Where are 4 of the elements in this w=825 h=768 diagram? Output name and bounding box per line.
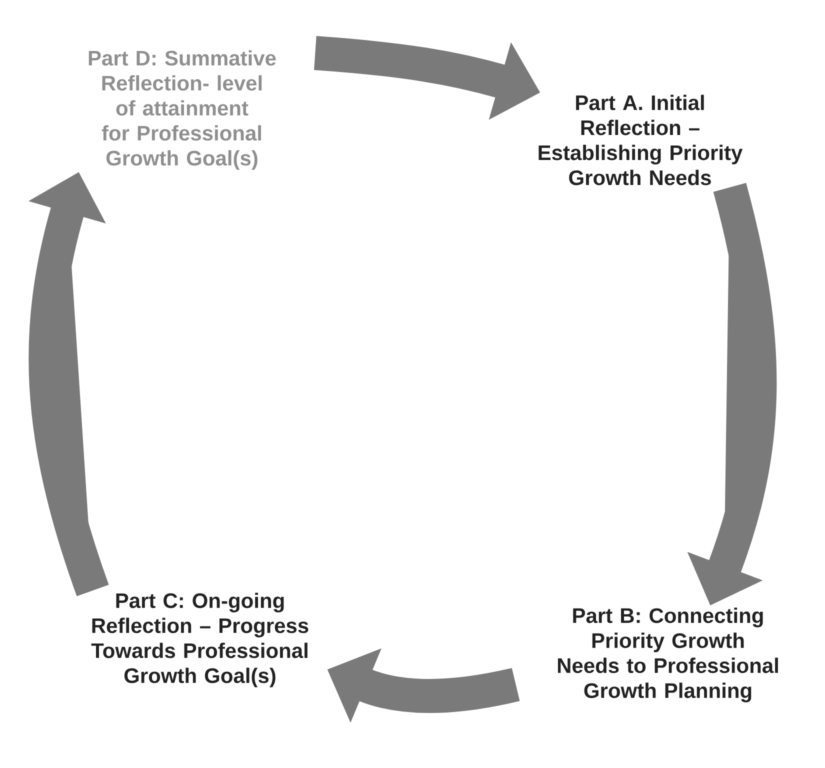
step-label: Part B: Connecting Priority Growth Needs to Professional Growth Planning	[558, 608, 778, 702]
step-label: Part D: Summative Reflection- level of attainment for Professional Growth Goal(s)	[88, 50, 276, 170]
step-label: Part C: On-going Reflection – Progress Towards Professional Growth Goal(s)	[91, 592, 308, 688]
step-label: Part A. Initial Reflection – Establishing Priority Growth Needs	[538, 94, 743, 186]
